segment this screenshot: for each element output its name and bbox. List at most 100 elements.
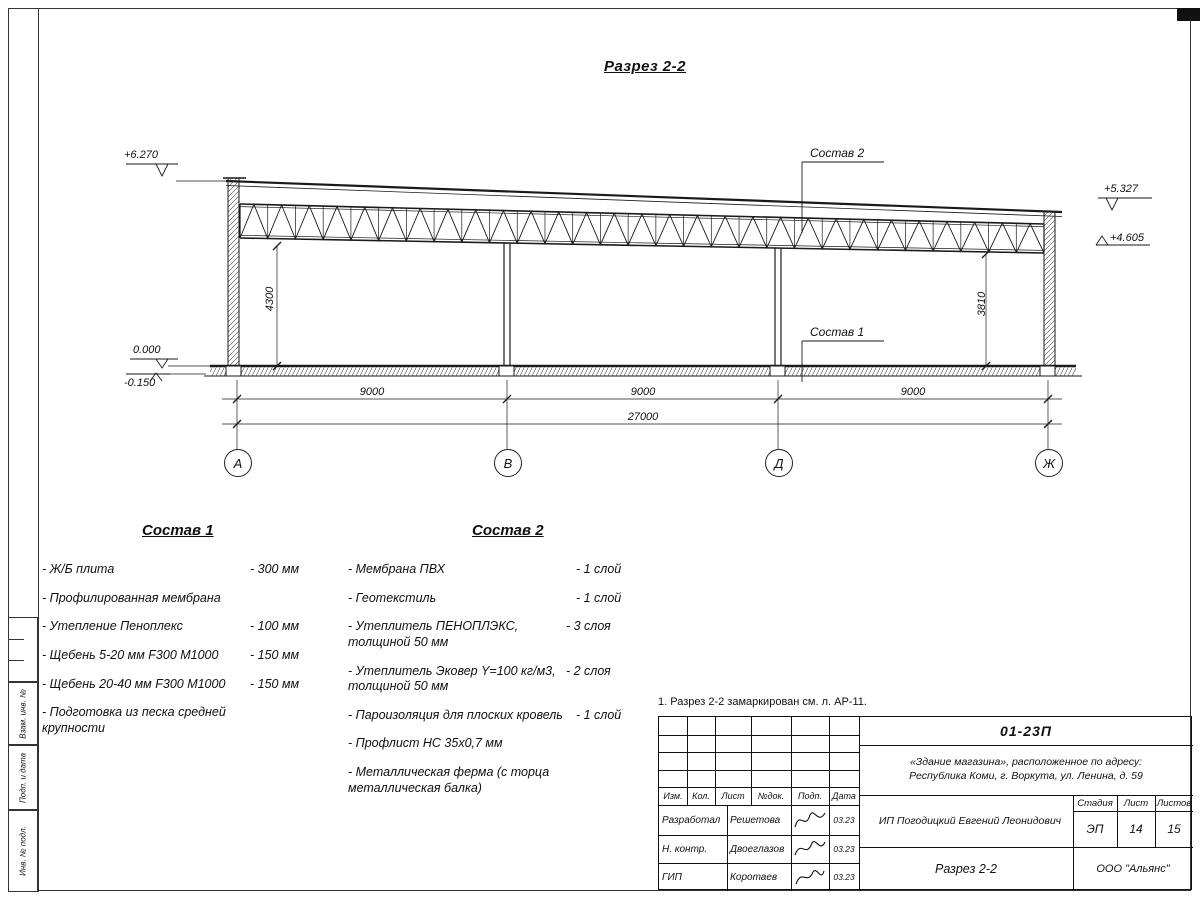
margin-label: Взам. инв. № <box>18 688 28 739</box>
drawing-note: 1. Разрез 2-2 замаркирован см. л. АР-11. <box>658 696 867 708</box>
span-dim-3: 9000 <box>900 386 926 398</box>
material-value: - 150 мм <box>250 647 300 662</box>
list-item: - Профилированная мембрана <box>42 591 320 607</box>
tb-name-ncontrol: Двоеглазов <box>730 843 785 855</box>
list-item: - Утеплитель Эковер Y=100 кг/м3, толщино… <box>348 664 646 695</box>
tb-sheet-label: Лист <box>1123 797 1149 809</box>
material-name: - Металлическая ферма (с торца металличе… <box>348 765 550 795</box>
tb-line <box>727 805 728 891</box>
tb-company: ООО "Альянс" <box>1096 863 1170 875</box>
material-value: - 3 слоя <box>566 619 611 634</box>
tb-line <box>859 717 860 891</box>
axis-letter-zh: Ж <box>1043 455 1055 471</box>
material-value: - 300 мм <box>250 562 300 576</box>
margin-inner-line <box>9 639 24 640</box>
tb-line <box>751 717 752 805</box>
margin-box-podp: Подп. и дата <box>8 745 38 810</box>
tb-line <box>715 717 716 805</box>
tb-stage-label: Стадия <box>1077 797 1113 809</box>
sheet-frame <box>8 8 1191 891</box>
margin-box-vzam: Взам. инв. № <box>8 682 38 745</box>
tb-object-line1: «Здание магазина», расположенное по адре… <box>909 756 1143 769</box>
tb-sheet-value: 14 <box>1129 822 1143 836</box>
tb-header-izm: Изм. <box>663 791 683 801</box>
list-item: - Пароизоляция для плоских кровель - 1 с… <box>348 708 646 724</box>
margin-box-inv: Инв. № подл. <box>8 810 38 892</box>
material-name: - Профлист НС 35х0,7 мм <box>348 736 503 751</box>
tb-stage-value: ЭП <box>1086 822 1104 836</box>
margin-label: Подп. и дата <box>18 752 28 803</box>
elevation-below-zero: -0.150 <box>124 377 156 389</box>
sostav2-heading: Состав 2 <box>472 522 544 539</box>
axis-letter-v: В <box>503 455 513 471</box>
material-name: - Мембрана ПВХ <box>348 562 445 576</box>
tb-signature-developer <box>791 805 829 835</box>
height-dim-right: 3810 <box>976 291 988 317</box>
elevation-right-top: +5.327 <box>1104 183 1138 195</box>
tb-name-gip: Коротаев <box>730 871 778 883</box>
list-item: - Подготовка из песка средней крупности <box>42 705 320 736</box>
list-item: - Щебень 20-40 мм F300 М1000 - 150 мм <box>42 677 320 693</box>
material-value: - 2 слоя <box>566 663 611 678</box>
tb-line <box>659 835 859 836</box>
material-value: - 100 мм <box>250 619 300 634</box>
elevation-top-left: +6.270 <box>124 149 158 161</box>
list-item: - Утепление Пеноплекс - 100 мм <box>42 619 320 635</box>
signature-scribble <box>794 812 826 828</box>
sostav1-heading: Состав 1 <box>142 522 214 539</box>
material-name: - Ж/Б плита <box>42 562 115 576</box>
margin-label: Инв. № подл. <box>18 826 28 876</box>
elevation-right-low: +4.605 <box>1110 232 1144 244</box>
tb-doc-number: 01-23П <box>1000 723 1052 739</box>
sostav2-list: - Мембрана ПВХ - 1 слой - Геотекстиль - … <box>348 562 646 809</box>
tb-header-ndoc: №док. <box>757 791 785 801</box>
elevation-marks <box>126 163 1152 382</box>
tb-line <box>659 805 859 806</box>
material-name: - Геотекстиль <box>348 590 437 605</box>
axis-bubble-v: В <box>494 449 522 477</box>
roof-lines <box>225 179 1063 217</box>
material-name: - Утеплитель Эковер Y=100 кг/м3, толщино… <box>348 663 556 694</box>
tb-date-gip: 03.23 <box>833 872 855 882</box>
tb-sheets-value: 15 <box>1167 822 1181 836</box>
list-item: - Металлическая ферма (с торца металличе… <box>348 765 646 796</box>
tb-line <box>687 717 688 805</box>
sostav1-list: - Ж/Б плита - 300 мм - Профилированная м… <box>42 562 320 749</box>
floor-and-ground <box>168 180 1082 377</box>
margin-inner-line <box>9 660 24 661</box>
tb-object-line2: Республика Коми, г. Воркута, ул. Ленина,… <box>909 770 1143 782</box>
interior-columns <box>503 243 782 366</box>
tb-line <box>1073 811 1193 812</box>
material-name: - Утеплитель ПЕНОПЛЭКС, толщиной 50 мм <box>348 619 519 649</box>
tb-line <box>659 769 859 771</box>
tb-line <box>659 752 859 753</box>
material-value: - 150 мм <box>250 676 300 691</box>
height-dim-left: 4300 <box>264 286 276 312</box>
tb-role-developer: Разработал <box>662 814 721 826</box>
tb-header-podp: Подп. <box>798 791 822 801</box>
axis-bubble-d: Д <box>765 449 793 477</box>
steel-truss <box>239 203 1045 254</box>
axis-letter-d: Д <box>774 455 784 471</box>
span-dim-2: 9000 <box>630 386 656 398</box>
material-name: - Профилированная мембрана <box>42 590 221 605</box>
tb-line <box>1155 795 1156 847</box>
sheet-frame-margin-line <box>38 8 39 892</box>
tb-line <box>829 717 830 891</box>
tb-date-developer: 03.23 <box>833 815 855 825</box>
list-item: - Мембрана ПВХ - 1 слой <box>348 562 646 578</box>
tb-line <box>1073 795 1074 891</box>
tb-object: «Здание магазина», расположенное по адре… <box>859 745 1193 795</box>
axis-bubble-zh: Ж <box>1035 449 1063 477</box>
tb-header-kol: Кол. <box>692 791 710 801</box>
dimension-lines <box>222 241 1062 449</box>
view-title: Разрез 2-2 <box>603 58 686 75</box>
material-name: - Пароизоляция для плоских кровель <box>348 707 563 722</box>
signature-scribble <box>795 870 825 885</box>
tb-line <box>859 745 1193 746</box>
material-value: - 1 слой <box>576 562 622 576</box>
tb-signature-ncontrol <box>791 835 829 863</box>
material-name: - Щебень 5-20 мм F300 М1000 <box>42 647 219 662</box>
